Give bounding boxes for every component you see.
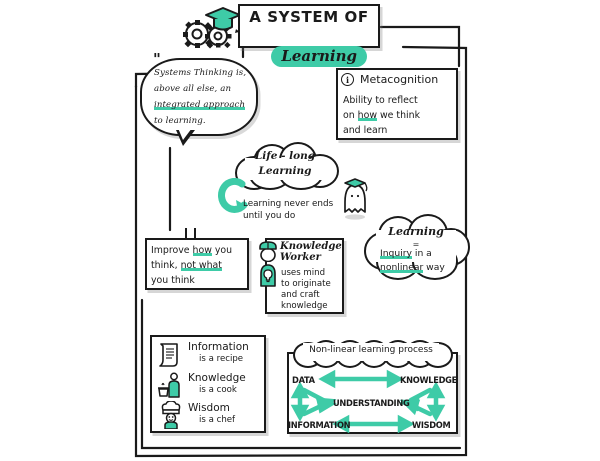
chef-hat-icon xyxy=(161,401,181,429)
page-title-line1: A SYSTEM OF xyxy=(249,8,369,26)
quote-highlight: integrated approach xyxy=(154,100,246,110)
lifelong-line-2: Learning xyxy=(258,165,312,177)
quote-line-4: to learning. xyxy=(154,116,206,126)
knowledge-worker-line-4: knowledge xyxy=(281,301,328,311)
lifelong-line-1: Life - long xyxy=(254,150,316,162)
scroll-recipe-icon xyxy=(159,343,178,367)
knowledge-worker-title-2: Worker xyxy=(280,252,321,263)
learning-def-line2-post: way xyxy=(423,262,445,273)
quote-bubble xyxy=(140,58,258,136)
metacognition-title: Metacognition xyxy=(360,73,439,86)
graduation-cap-gears-icon xyxy=(183,7,243,49)
lightbulb-head-icon xyxy=(260,264,276,287)
nonlinear-title: Non-linear learning process xyxy=(309,345,433,355)
quote-line-1: Systems Thinking is, xyxy=(154,68,247,78)
improve-line-2: think, not what xyxy=(151,260,222,271)
metaphor-main-1: Knowledge xyxy=(188,372,246,384)
learning-def-line1-post: in a xyxy=(411,248,432,259)
knowledge-worker-card xyxy=(265,238,344,314)
graduate-ghost-icon xyxy=(344,178,368,220)
lifelong-sub-1: Learning never ends xyxy=(243,199,334,209)
knowledge-worker-title-1: Knowledge xyxy=(280,241,342,252)
improve-line-3: you think xyxy=(151,275,195,286)
hardhat-worker-icon xyxy=(259,241,277,262)
title-highlight: Learning xyxy=(271,46,368,67)
knowledge-worker-line-1: uses mind xyxy=(281,268,326,278)
node-wisdom: WISDOM xyxy=(412,420,451,431)
improve-line-1: Improve how you xyxy=(151,245,232,256)
meta-line2-post: we think xyxy=(377,110,421,121)
meta-line2-pre: on xyxy=(343,110,358,121)
page-title-line2: Learning xyxy=(246,27,372,84)
node-information: INFORMATION xyxy=(288,420,351,431)
quote-line-2: above all else, an xyxy=(154,84,232,94)
circular-arrow-icon xyxy=(218,178,248,213)
lifelong-sub-2: until you do xyxy=(243,211,296,221)
lifelong-learning-cloud xyxy=(233,142,339,190)
node-understanding: UNDERSTANDING xyxy=(333,398,410,409)
metacognition-line-2: on how we think xyxy=(343,110,420,121)
info-circle-icon: i xyxy=(341,73,354,86)
improve-line1-post: you xyxy=(211,245,233,256)
improve-line1-pre: Improve xyxy=(151,245,193,256)
improve-notwhat-highlight: not what xyxy=(180,260,222,271)
metaphor-sub-1: is a cook xyxy=(199,385,237,395)
metaphor-sub-0: is a recipe xyxy=(199,354,244,364)
quote-mark-icon: " xyxy=(153,50,161,68)
node-data: DATA xyxy=(292,375,315,386)
inquiry-highlight: Inquiry xyxy=(380,248,412,259)
improve-how-highlight: how xyxy=(192,245,212,256)
learning-def-title: Learning xyxy=(388,225,444,238)
metaphor-sub-2: is a chef xyxy=(199,415,236,425)
improve-line2-pre: think, xyxy=(151,260,181,271)
meta-highlight: how xyxy=(357,110,378,121)
learning-def-line-1: Inquiry in a xyxy=(380,248,432,259)
nonlinear-highlight: nonlinear xyxy=(380,262,424,273)
metacognition-line-3: and learn xyxy=(343,125,388,136)
metacognition-line-1: Ability to reflect xyxy=(343,95,418,106)
knowledge-worker-line-2: to originate xyxy=(281,279,331,289)
cook-pot-icon xyxy=(158,372,180,398)
learning-def-line-2: nonlinear way xyxy=(380,262,445,273)
metaphor-main-2: Wisdom xyxy=(188,402,230,414)
knowledge-worker-line-3: and craft xyxy=(281,290,320,300)
metacognition-card xyxy=(336,68,458,140)
node-knowledge: KNOWLEDGE xyxy=(400,375,457,386)
quote-bubble-tail-fill xyxy=(178,128,192,140)
quote-line-3: integrated approach xyxy=(154,100,246,110)
metaphor-main-0: Information xyxy=(188,341,249,353)
